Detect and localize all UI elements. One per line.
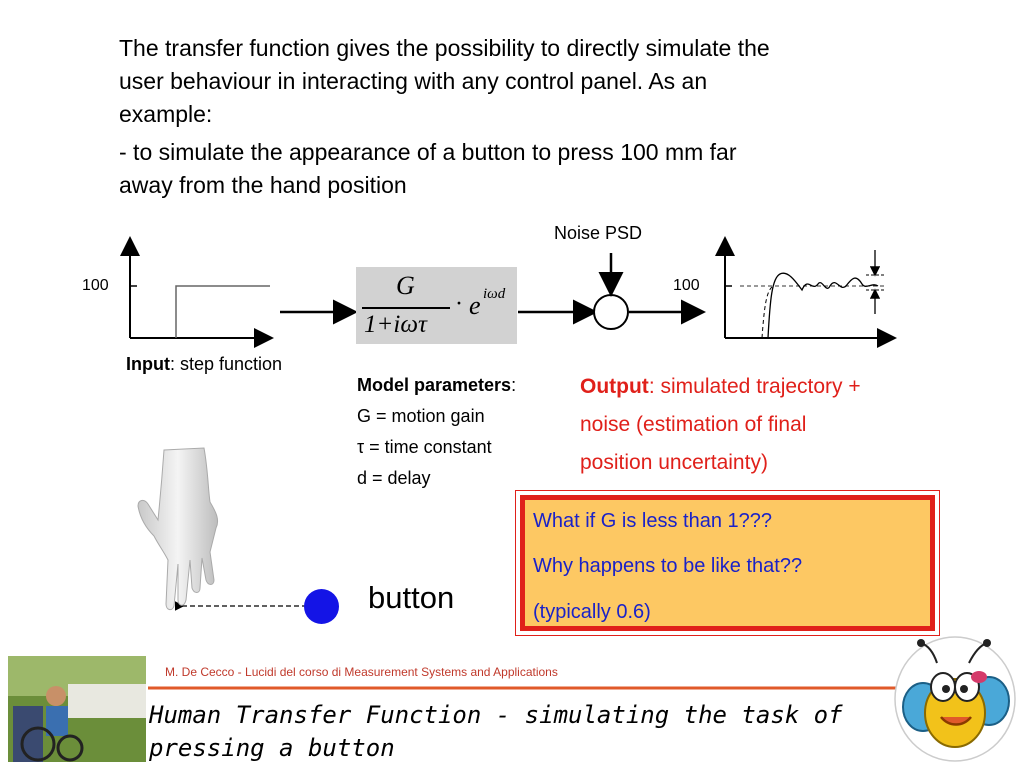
question-line-3: (typically 0.6) (533, 601, 651, 623)
bullet-line-1: - to simulate the appearance of a button… (119, 139, 737, 165)
formula-fraction-bar (362, 307, 450, 309)
intro-line-1: The transfer function gives the possibil… (119, 35, 770, 61)
model-param-time-constant: τ = time constant (357, 437, 492, 457)
output-line-3: position uncertainty) (580, 451, 768, 474)
output-description: Output: simulated trajectory + noise (es… (580, 368, 861, 482)
output-tick-label: 100 (673, 277, 700, 294)
formula-exp-power: iωd (483, 286, 506, 302)
bullet-line-2: away from the hand position (119, 172, 407, 198)
input-tick-label: 100 (82, 277, 109, 294)
input-caption-bold: Input (126, 354, 170, 374)
footer-credit: M. De Cecco - Lucidi del corso di Measur… (165, 665, 558, 679)
input-plot (120, 236, 274, 348)
output-bold: Output (580, 375, 649, 398)
question-callout: What if G is less than 1??? Why happens … (515, 490, 940, 636)
summing-junction (593, 294, 629, 330)
model-parameters: Model parameters: G = motion gain τ = ti… (357, 370, 516, 494)
butterfly-mascot-logo (894, 636, 1016, 762)
output-line-2: noise (estimation of final (580, 413, 807, 436)
model-param-delay: d = delay (357, 468, 431, 488)
model-heading-colon: : (511, 375, 517, 395)
output-noisy-response (767, 272, 879, 339)
target-button-dot (304, 589, 339, 624)
formula-denominator: 1+iωτ (364, 311, 427, 338)
model-param-gain: G = motion gain (357, 406, 485, 426)
output-plot (715, 236, 897, 348)
step-signal (175, 285, 270, 338)
question-line-1: What if G is less than 1??? (533, 510, 773, 532)
slide-title-line-1: Human Transfer Function - simulating the… (149, 701, 843, 729)
hand-illustration (137, 447, 219, 611)
input-caption-rest: : step function (169, 354, 283, 374)
question-callout-fill: What if G is less than 1??? Why happens … (520, 495, 935, 631)
formula-dot: · (455, 291, 463, 317)
formula-numerator: G (396, 271, 415, 300)
question-line-2: Why happens to be like that?? (533, 555, 803, 577)
slide-title-line-2: pressing a button (149, 734, 395, 762)
intro-line-3: example: (119, 101, 213, 127)
formula-exp-base: e (469, 291, 481, 320)
button-label: button (368, 580, 455, 615)
noise-psd-label: Noise PSD (554, 223, 643, 243)
intro-text: The transfer function gives the possibil… (119, 32, 979, 202)
slide-title: Human Transfer Function - simulating the… (149, 699, 843, 765)
input-caption: Input: step function (126, 354, 282, 375)
output-dashed-response (761, 286, 773, 339)
output-line-1: : simulated trajectory + (648, 375, 861, 398)
model-heading: Model parameters (357, 375, 512, 395)
wheelchair-photo (8, 656, 146, 762)
transfer-function-block: G 1+iωτ · e iωd (356, 267, 517, 344)
intro-line-2: user behaviour in interacting with any c… (119, 68, 708, 94)
